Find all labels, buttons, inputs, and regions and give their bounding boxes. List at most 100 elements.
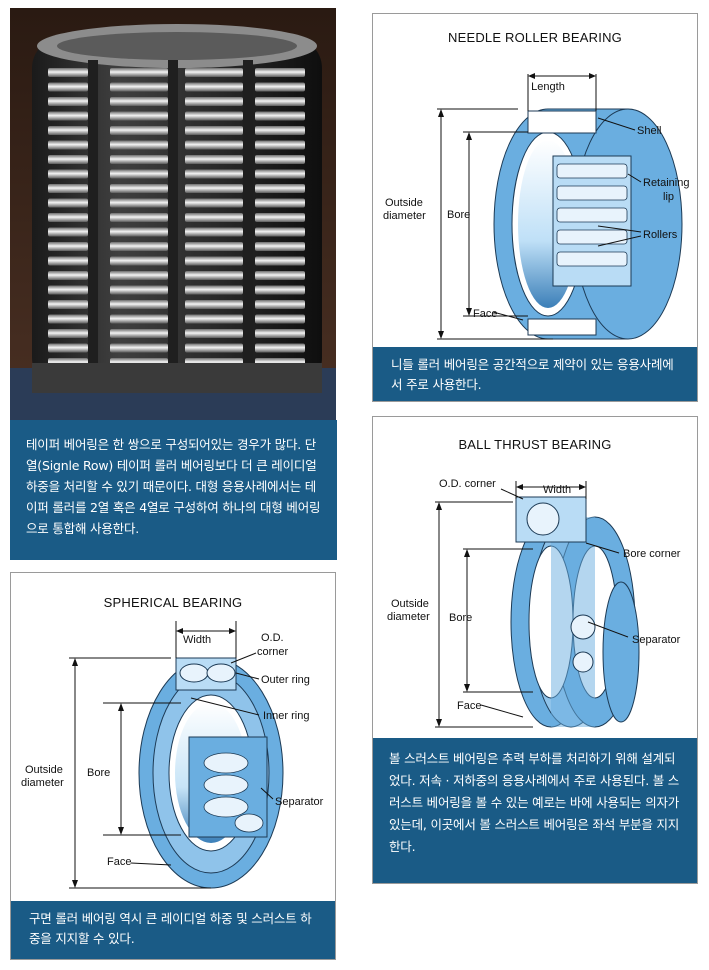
ball-thrust-caption: 볼 스러스트 베어링은 추력 부하를 처리하기 위해 설계되었다. 저속 · 저… (373, 738, 697, 883)
roller-element (185, 68, 243, 77)
roller-element (255, 111, 305, 121)
ball-thrust-title: BALL THRUST BEARING (458, 437, 612, 452)
roller-element (110, 184, 168, 193)
roller-element (255, 126, 305, 135)
spherical-face-label: Face (107, 856, 131, 868)
roller-element (110, 169, 168, 179)
roller-element (185, 213, 243, 222)
needle-retaining-label: Retaining (643, 177, 689, 189)
roller-element (255, 300, 305, 309)
roller-element (255, 198, 305, 208)
spherical-corner-label: corner (257, 646, 289, 658)
ball-bore-label: Bore (449, 612, 472, 624)
roller-element (48, 169, 88, 179)
roller-element (110, 140, 168, 150)
roller-element (185, 300, 243, 309)
needle-diameter-label: diameter (383, 210, 426, 222)
spherical-title: SPHERICAL BEARING (103, 595, 243, 610)
roller-element (185, 242, 243, 251)
roller-element (48, 140, 88, 150)
roller-element (255, 169, 305, 179)
ball-thrust-panel: BALL THRUST BEARING (372, 416, 698, 884)
roller-element (255, 256, 305, 266)
roller-element (110, 213, 168, 222)
roller-element (255, 140, 305, 150)
needle-diagram: Length Shell Retaining lip Rollers Outsi… (383, 73, 689, 340)
roller-element (48, 300, 88, 309)
roller-element (110, 68, 168, 77)
roller-element (185, 285, 243, 295)
roller-element (185, 82, 243, 92)
roller-element (185, 227, 243, 237)
roller-element (48, 111, 88, 121)
roller-element (48, 314, 88, 324)
taper-bearing-panel: 테이퍼 베어링은 한 쌍으로 구성되어있는 경우가 많다. 단열(Signle … (10, 8, 337, 560)
ball-diameter-label: diameter (387, 611, 430, 623)
taper-caption: 테이퍼 베어링은 한 쌍으로 구성되어있는 경우가 많다. 단열(Signle … (10, 420, 337, 560)
roller-element (185, 111, 243, 121)
roller-element (48, 227, 88, 237)
spherical-outside-label: Outside (25, 764, 63, 776)
needle-outside-label: Outside (385, 197, 423, 209)
needle-rollers-label: Rollers (643, 229, 678, 241)
roller-element (185, 169, 243, 179)
roller-element (255, 343, 305, 353)
roller-element (185, 271, 243, 280)
roller-element (255, 213, 305, 222)
ball-thrust-diagram: O.D. corner Width Bore corner Outside di… (387, 478, 681, 728)
roller-element (110, 155, 168, 164)
roller-element (110, 126, 168, 135)
roller-element (255, 285, 305, 295)
roller-element (255, 314, 305, 324)
needle-bore-label: Bore (447, 209, 470, 221)
roller-element (110, 300, 168, 309)
roller-element (185, 97, 243, 106)
roller-element (185, 343, 243, 353)
taper-bearing-photo (10, 8, 336, 420)
ball-width-label: Width (543, 484, 571, 496)
roller-separator (243, 60, 253, 370)
roller-separator (168, 60, 178, 370)
roller-element (48, 213, 88, 222)
roller-element (255, 82, 305, 92)
roller-element (255, 227, 305, 237)
roller-element (48, 329, 88, 338)
spherical-inner-ring-label: Inner ring (263, 710, 309, 722)
roller-element (48, 97, 88, 106)
ball-face-label: Face (457, 700, 481, 712)
roller-element (48, 184, 88, 193)
spherical-caption: 구면 롤러 베어링 역시 큰 레이디얼 하중 및 스러스트 하중을 지지할 수 … (11, 901, 335, 959)
roller-element (185, 198, 243, 208)
ball-separator-label: Separator (632, 634, 681, 646)
spherical-od-label: O.D. (261, 632, 284, 644)
roller-element (110, 97, 168, 106)
roller-element (255, 184, 305, 193)
roller-element (48, 68, 88, 77)
roller-element (48, 82, 88, 92)
roller-element (48, 285, 88, 295)
roller-separator (88, 60, 98, 370)
roller-element (110, 285, 168, 295)
roller-element (185, 256, 243, 266)
roller-element (48, 256, 88, 266)
spherical-separator-label: Separator (275, 796, 324, 808)
roller-element (48, 198, 88, 208)
roller-element (110, 314, 168, 324)
roller-element (110, 198, 168, 208)
spherical-panel: SPHERICAL BEARING (10, 572, 336, 960)
roller-element (185, 155, 243, 164)
roller-element (110, 111, 168, 121)
roller-element (255, 329, 305, 338)
roller-element (185, 314, 243, 324)
roller-element (185, 184, 243, 193)
roller-element (110, 227, 168, 237)
needle-title: NEEDLE ROLLER BEARING (448, 30, 622, 45)
needle-caption: 니들 롤러 베어링은 공간적으로 제약이 있는 응용사례에서 주로 사용한다. (373, 347, 697, 401)
roller-element (185, 140, 243, 150)
roller-element (48, 126, 88, 135)
roller-element (48, 271, 88, 280)
needle-shell-label: Shell (637, 125, 661, 137)
needle-face-label: Face (473, 308, 497, 320)
spherical-diagram: Width O.D. corner Outer ring Inner ring … (21, 621, 324, 889)
spherical-outer-ring-label: Outer ring (261, 674, 310, 686)
